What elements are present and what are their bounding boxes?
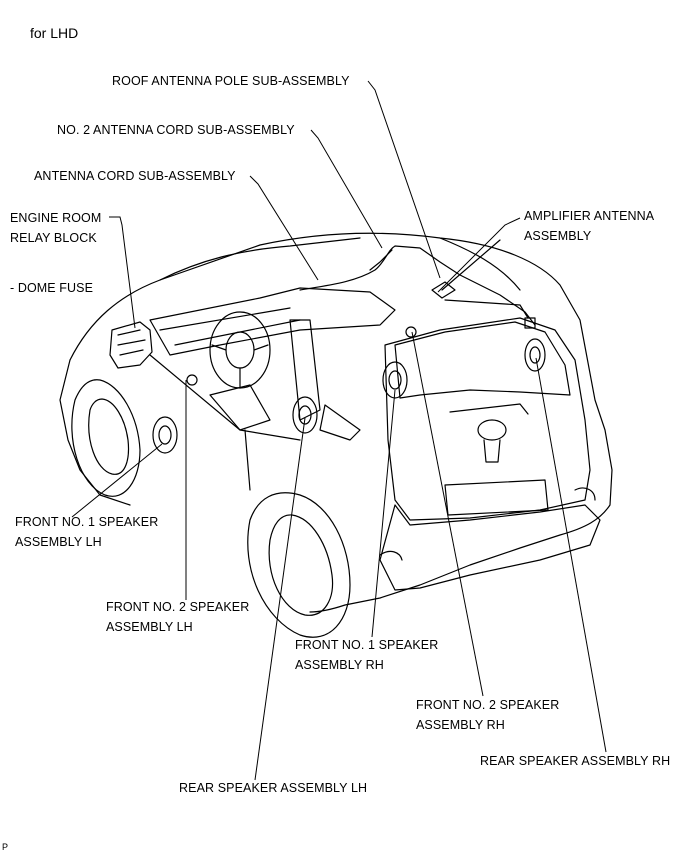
label-engine-room-relay-block: ENGINE ROOM RELAY BLOCK xyxy=(10,211,102,245)
front-no2-speaker-lh-drawing xyxy=(186,374,198,386)
rear-speaker-lh-drawing xyxy=(292,396,318,434)
leader-engine-room-relay-block xyxy=(109,216,136,329)
front-no2-speaker-rh-drawing xyxy=(405,326,417,338)
front-wheel xyxy=(71,379,141,497)
leader-front-no1-speaker-rh xyxy=(371,389,396,638)
rear-bumper-outline xyxy=(379,504,601,591)
dashboard xyxy=(149,287,396,356)
label-front-no1-speaker-rh: FRONT NO. 1 SPEAKER ASSEMBLY RH xyxy=(295,638,439,672)
diagram-caption: for LHD xyxy=(30,25,79,41)
tail-light-lh xyxy=(379,550,403,561)
label-antenna-cord: ANTENNA CORD SUB-ASSEMBLY xyxy=(34,169,236,183)
roof-antenna-pole xyxy=(431,281,456,299)
label-front-no2-speaker-rh: FRONT NO. 2 SPEAKER ASSEMBLY RH xyxy=(416,698,560,732)
label-rear-speaker-lh: REAR SPEAKER ASSEMBLY LH xyxy=(179,781,368,795)
label-front-no2-speaker-lh: FRONT NO. 2 SPEAKER ASSEMBLY LH xyxy=(106,600,250,634)
label-roof-antenna-pole: ROOF ANTENNA POLE SUB-ASSEMBLY xyxy=(112,74,350,88)
vehicle-body-outline xyxy=(69,232,613,613)
leader-front-no2-speaker-rh xyxy=(411,331,484,697)
label-amplifier-antenna: AMPLIFIER ANTENNA ASSEMBLY xyxy=(524,209,655,243)
antenna-cord-routing xyxy=(299,245,536,326)
amplifier-antenna xyxy=(444,299,529,319)
label-no2-antenna-cord: NO. 2 ANTENNA CORD SUB-ASSEMBLY xyxy=(57,123,295,137)
front-no1-speaker-rh-drawing xyxy=(382,361,408,399)
leader-front-no1-speaker-lh xyxy=(71,443,163,518)
rear-speaker-rh-drawing xyxy=(524,338,546,372)
label-rear-speaker-rh: REAR SPEAKER ASSEMBLY RH xyxy=(480,754,671,768)
leader-rear-speaker-rh xyxy=(535,357,607,753)
rear-wheel xyxy=(247,492,351,638)
label-dome-fuse: - DOME FUSE xyxy=(10,281,94,295)
leader-roof-antenna-pole xyxy=(367,80,441,279)
engine-room-relay-block xyxy=(109,321,153,369)
tail-light-rh xyxy=(574,487,596,501)
figure-code: P xyxy=(2,842,9,852)
leader-amplifier-antenna xyxy=(437,217,521,293)
leader-no2-antenna-cord xyxy=(310,129,383,249)
leader-antenna-cord xyxy=(249,175,319,281)
front-no1-speaker-lh-drawing xyxy=(152,416,178,454)
label-front-no1-speaker-lh: FRONT NO. 1 SPEAKER ASSEMBLY LH xyxy=(15,515,159,549)
rear-hatch-outline xyxy=(384,317,591,521)
rear-emblem xyxy=(477,419,507,441)
leader-rear-speaker-lh xyxy=(254,417,306,781)
